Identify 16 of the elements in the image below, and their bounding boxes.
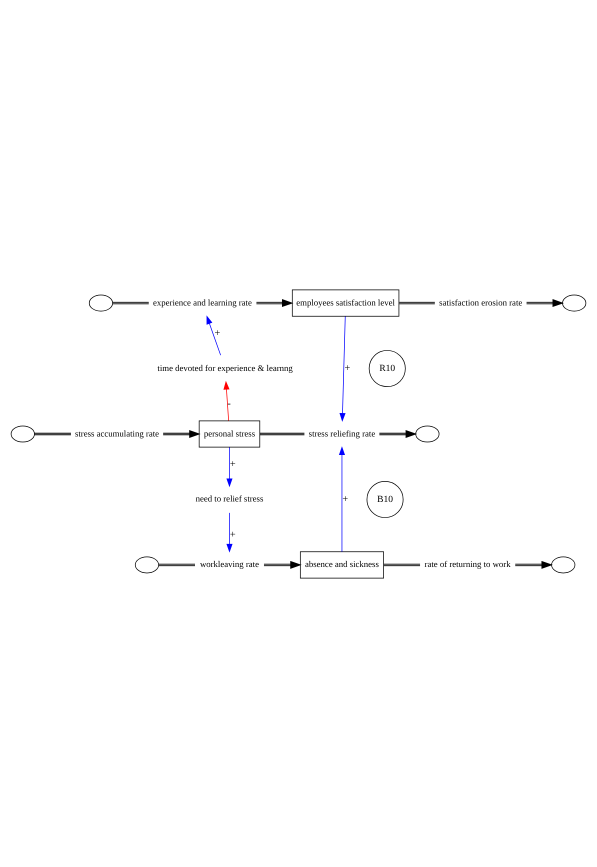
node-text: workleaving rate (200, 558, 260, 569)
node-text: satisfaction erosion rate (439, 296, 522, 307)
edge-label: - (227, 398, 231, 409)
edge-label: + (230, 528, 236, 540)
node-text: stress accumulating rate (74, 428, 160, 438)
node-text: rate of returning to work (424, 558, 511, 569)
node-text: time devoted for experience & learnng (157, 362, 293, 372)
edge-label: + (214, 328, 220, 339)
edge-label: + (342, 494, 348, 505)
node-text: experience and learning rate (153, 296, 252, 307)
label: R10 (379, 364, 396, 374)
node-text: stress reliefing rate (308, 428, 376, 438)
node-text: need to relief stress (196, 493, 264, 504)
label: B10 (377, 494, 393, 504)
edge-label: + (344, 362, 350, 374)
edge-label: + (230, 458, 236, 470)
